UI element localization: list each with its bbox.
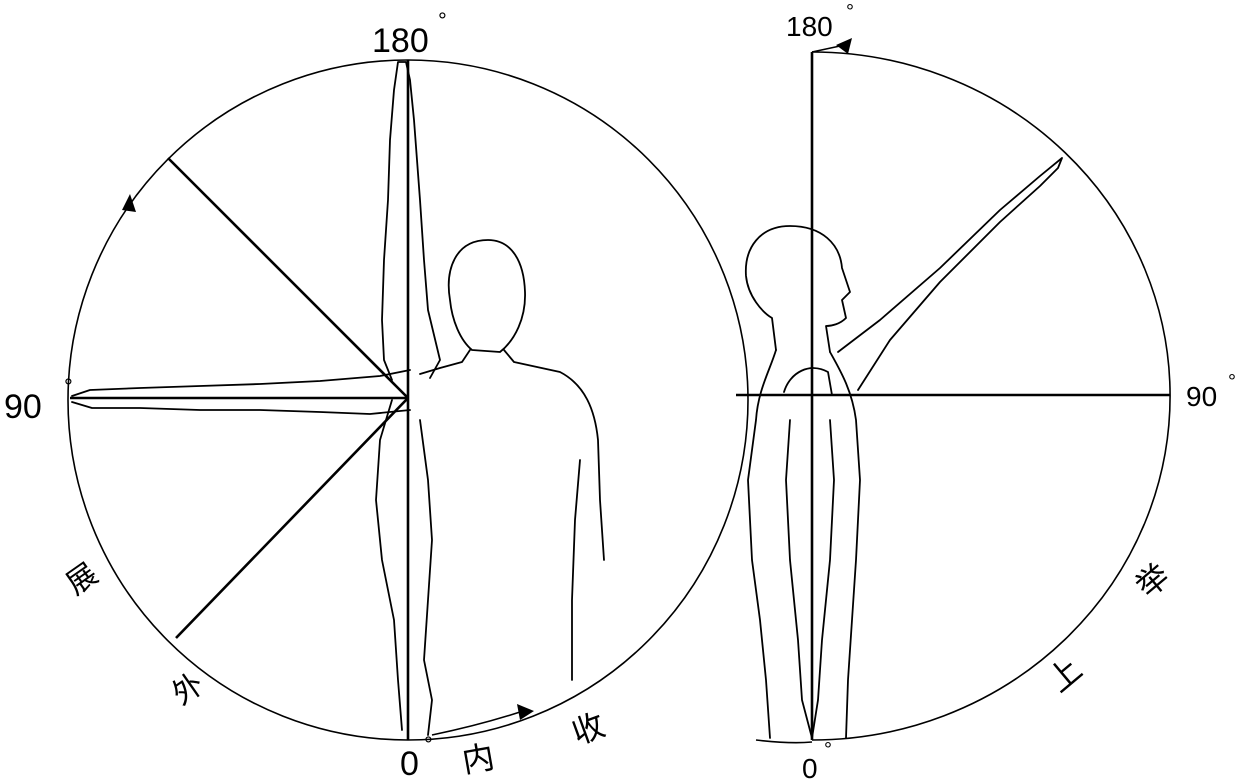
- left-abduction-diagram: [68, 60, 748, 740]
- right-arm-raised-outline: [838, 158, 1062, 390]
- left-degree-180: °: [438, 8, 447, 33]
- right-figure-head: [746, 226, 850, 352]
- left-label-wai: 外: [166, 667, 211, 713]
- left-label-0: 0: [400, 745, 419, 780]
- left-label-zhan: 展: [60, 557, 105, 603]
- left-label-180: 180: [372, 22, 429, 60]
- right-degree-0: °: [824, 739, 832, 761]
- right-degree-90: °: [1228, 371, 1236, 393]
- right-top-arrow-line: [812, 46, 840, 52]
- abduction-arrow-icon: [122, 194, 136, 212]
- right-label-shang: 上: [1040, 650, 1089, 700]
- right-elevation-diagram: [736, 38, 1170, 743]
- left-arm-down-outline: [376, 400, 432, 735]
- adduction-arc: [432, 712, 520, 735]
- right-base-arc: [756, 740, 812, 743]
- left-label-90: 90: [4, 388, 42, 426]
- right-label-ju: 举: [1128, 556, 1177, 606]
- right-label-0: 0: [802, 753, 818, 780]
- left-degree-90: °: [64, 374, 73, 399]
- left-label-nei: 内: [459, 737, 497, 780]
- left-arm-horizontal-outline: [72, 370, 410, 414]
- left-degree-0: °: [424, 732, 433, 757]
- right-label-90: 90: [1186, 381, 1217, 412]
- left-diagonal-upper: [168, 158, 408, 398]
- left-figure-head: [449, 240, 525, 352]
- right-arm-down-outline: [786, 420, 834, 738]
- left-arm-raised-outline: [382, 62, 440, 380]
- left-label-shou: 收: [567, 706, 610, 753]
- right-label-180: 180: [786, 11, 833, 42]
- right-figure-torso: [748, 350, 860, 738]
- right-degree-180: °: [846, 1, 854, 23]
- left-figure-torso: [420, 350, 604, 680]
- left-diagonal-lower: [176, 398, 408, 638]
